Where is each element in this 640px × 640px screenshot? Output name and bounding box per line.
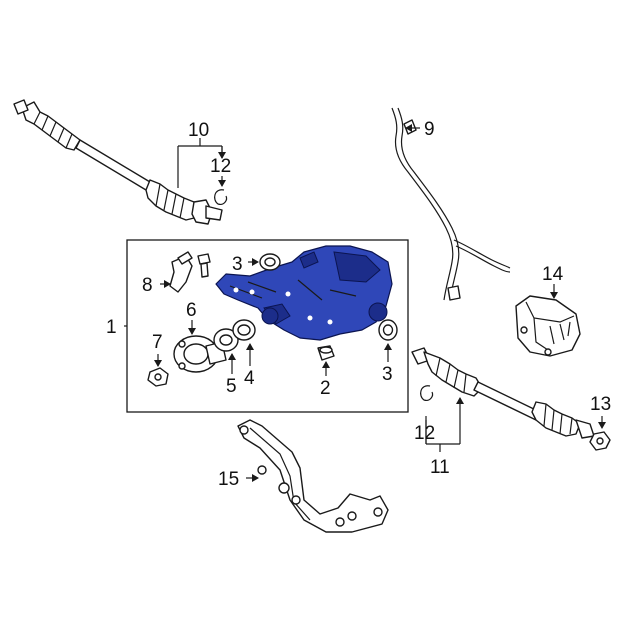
- mounting-bracket[interactable]: [237, 419, 389, 533]
- vent-hose[interactable]: [391, 107, 511, 301]
- callout-5: 5: [226, 376, 237, 397]
- sensor-bolt[interactable]: [197, 253, 211, 278]
- differential-assembly[interactable]: [215, 245, 393, 341]
- axle-seal-right[interactable]: [378, 319, 398, 341]
- callout-9: 9: [424, 119, 435, 140]
- callout-12-upper: 12: [210, 156, 231, 177]
- callout-6: 6: [186, 300, 197, 321]
- callout-4: 4: [244, 368, 255, 389]
- callout-2: 2: [320, 378, 331, 399]
- companion-flange[interactable]: [173, 335, 227, 373]
- callout-14: 14: [542, 264, 564, 285]
- pinion-washer[interactable]: [213, 328, 239, 352]
- callout-7: 7: [152, 332, 163, 353]
- drain-plug[interactable]: [317, 345, 335, 361]
- right-axle-shaft[interactable]: [411, 347, 595, 439]
- callout-1: 1: [106, 317, 117, 338]
- snap-ring-upper[interactable]: [214, 189, 228, 205]
- left-axle-shaft[interactable]: [13, 99, 223, 225]
- snap-ring-lower[interactable]: [420, 385, 434, 401]
- pinion-seal[interactable]: [232, 319, 256, 341]
- callout-15: 15: [218, 469, 239, 490]
- callout-8: 8: [142, 275, 153, 296]
- callout-10: 10: [188, 120, 209, 141]
- axle-seal-left[interactable]: [259, 253, 281, 271]
- callout-3-right: 3: [382, 364, 393, 385]
- callout-labels: 1 2 3 3 4 5 6 7 8 9 10 11 12 12 13 14 15: [106, 119, 611, 490]
- callout-12-lower: 12: [414, 423, 435, 444]
- differential-cover[interactable]: [515, 295, 581, 357]
- callout-11: 11: [430, 457, 450, 478]
- speed-sensor[interactable]: [169, 251, 193, 293]
- leader-lines: [124, 124, 606, 482]
- callout-3-upper: 3: [232, 254, 243, 275]
- callout-13: 13: [590, 394, 611, 415]
